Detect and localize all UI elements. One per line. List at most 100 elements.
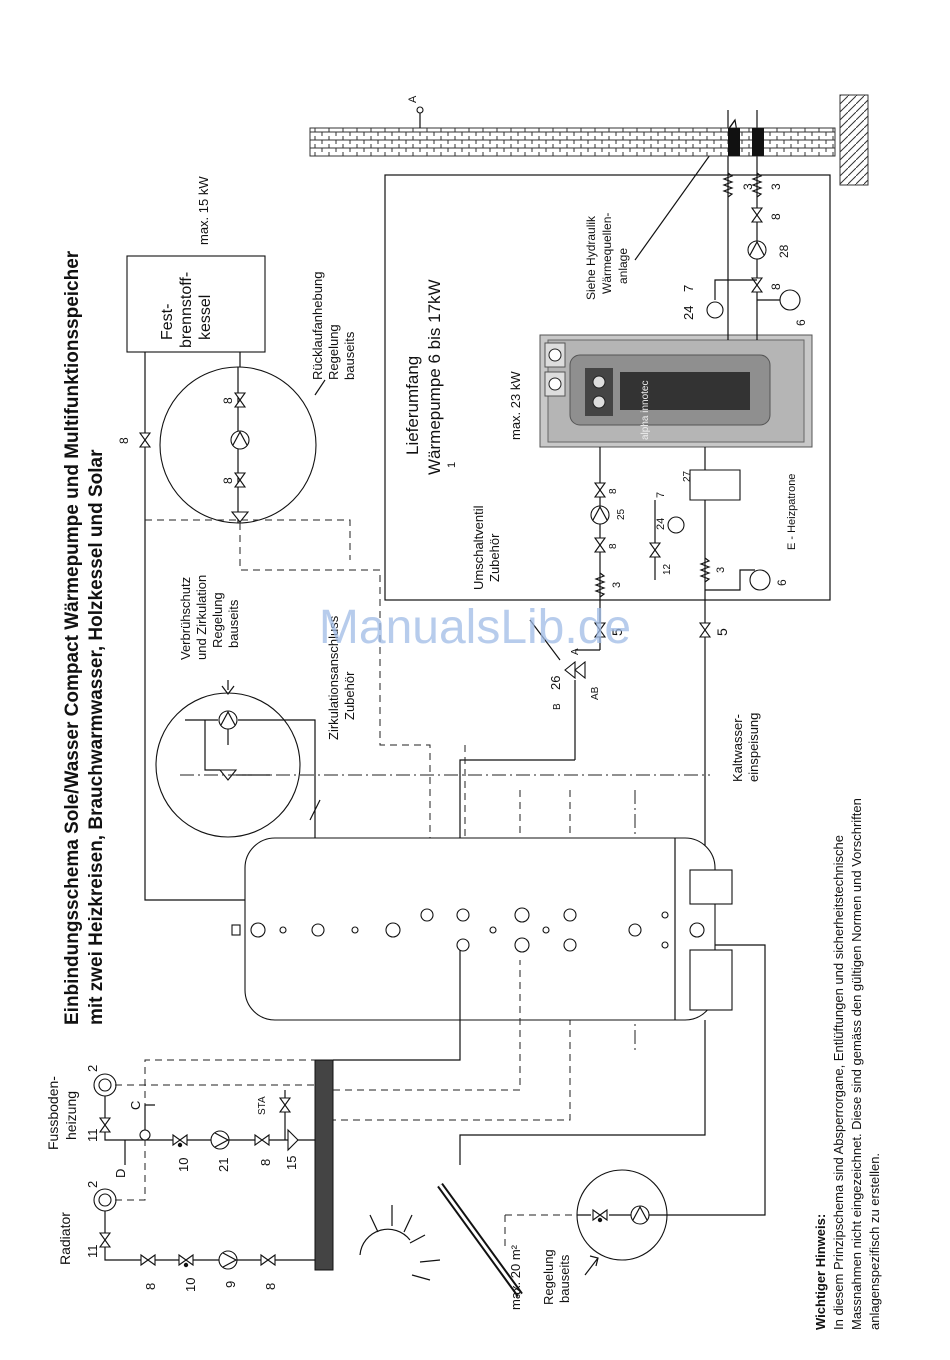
scope-label-2: Wärmepumpe 6 bis 17kW (425, 279, 444, 475)
label-8-floor: 8 (258, 1159, 273, 1166)
floor-valve-8 (254, 1134, 270, 1146)
sta-valve-icon (279, 1097, 291, 1113)
radiator-check-10 (178, 1254, 194, 1268)
label-7-brine: 7 (681, 285, 696, 292)
radiator-pump-9-icon (218, 1250, 238, 1270)
brine-pump-28-icon (747, 240, 767, 260)
boiler-label-2: brennstoff- (178, 272, 195, 348)
return-pump-icon (230, 430, 250, 450)
note-line-3: anlagenspezifisch zu erstellen. (867, 1153, 882, 1330)
label-24-brine: 24 (681, 306, 696, 320)
mixing-valve-icon (230, 511, 250, 523)
label-7-hp: 7 (655, 492, 667, 498)
label-27: 27 (682, 470, 693, 482)
hp-pump-25-icon (590, 505, 610, 525)
return-raise-label-3: bauseits (342, 331, 357, 380)
scald-label-2: und Zirkulation (194, 575, 209, 660)
circ-conn-label-1: Zirkulationsanschluss (326, 615, 341, 740)
label-8-hp-b: 8 (608, 543, 619, 549)
title-line-1: Einbindungsschema Sole/Wasser Compact Wä… (62, 250, 83, 1025)
heater-label: E - Heizpatrone (786, 474, 798, 550)
solar-control-label-1: Regelung (541, 1249, 556, 1305)
radiator-circuit: Radiator 2 11 8 10 9 8 (57, 1059, 315, 1292)
floor-mixing-valve-15-icon (287, 1128, 299, 1152)
label-5-b: 5 (714, 628, 730, 636)
cold-water-label: Kaltwasser- einspeisung (730, 713, 761, 782)
label-3-brine-b: 3 (741, 183, 755, 190)
solar-pump-icon (630, 1205, 650, 1225)
important-note: Wichtiger Hinweis: In diesem Prinzipsche… (813, 798, 882, 1330)
diverter-valve-26-icon (564, 660, 586, 680)
hp-power-label: max. 23 kW (508, 371, 523, 440)
heat-pump-unit: alpha innotec (539, 334, 813, 448)
boiler-power-label: max. 15 kW (196, 176, 211, 245)
multifunction-storage-tank (231, 837, 733, 1021)
hp-brand-label: alpha innotec (640, 381, 651, 441)
building-wall: A (309, 94, 869, 186)
label-8-rr-b: 8 (221, 477, 235, 484)
scald-protection-group: Verbrühschutz und Zirkulation Regelung b… (155, 575, 357, 838)
floor-pump-21-icon (210, 1130, 230, 1150)
delivery-scope: Lieferumfang Wärmepumpe 6 bis 17kW 1 max… (384, 174, 831, 601)
label-8-brine-a: 8 (769, 213, 783, 220)
label-9: 9 (223, 1281, 238, 1288)
label-8-boiler: 8 (117, 437, 131, 444)
diverter-label-2: Zubehör (487, 533, 502, 582)
hydraulic-label-2: Wärmequellen- (600, 213, 614, 294)
hp-valve-8a (594, 482, 606, 498)
scald-label-1: Verbrühschutz (178, 577, 193, 660)
label-11-rad: 11 (85, 1245, 100, 1259)
label-5-a: 5 (609, 628, 625, 636)
solar-control-label-2: bauseits (557, 1254, 572, 1303)
brine-valve-8a (751, 207, 763, 223)
label-3-hp-b: 3 (715, 567, 727, 573)
solar-group: max. 20 m² Regelung bauseits (359, 944, 766, 1310)
circulation-pump-icon (218, 710, 238, 730)
return-raise-label-2: Regelung (326, 324, 341, 380)
sta-label: STA (257, 1096, 268, 1115)
radiator-label: Radiator (57, 1212, 73, 1265)
solid-fuel-boiler: Fest- brennstoff- kessel max. 15 kW (126, 176, 266, 353)
sun-icon (359, 1205, 441, 1281)
heating-distributor-bar (314, 1059, 334, 1271)
cold-water-label-2: einspeisung (746, 713, 761, 782)
solar-area-label: max. 20 m² (508, 1244, 523, 1310)
label-8-rr-a: 8 (221, 397, 235, 404)
label-25: 25 (616, 508, 627, 520)
label-8-rad-a: 8 (143, 1283, 158, 1290)
hp-valve-12 (649, 542, 661, 558)
label-11-floor: 11 (85, 1129, 100, 1143)
label-21: 21 (216, 1158, 231, 1172)
title-line-2: mit zwei Heizkreisen, Brauchwarmwasser, … (86, 449, 107, 1025)
hp-valve-8b (594, 537, 606, 553)
boiler-label-3: kessel (197, 295, 214, 340)
heating-cartridge-icon (689, 469, 741, 501)
label-6-brine: 6 (794, 319, 808, 326)
hydraulic-label-3: anlage (616, 248, 630, 284)
label-d: D (113, 1169, 128, 1178)
label-10-floor: 10 (176, 1158, 191, 1172)
floor-label-1: Fussboden- (45, 1076, 61, 1150)
boiler-flow-pipe (144, 352, 258, 901)
label-8-hp-a: 8 (608, 488, 619, 494)
radiator-valve-8b (260, 1254, 276, 1266)
label-6-hp: 6 (775, 579, 789, 586)
return-raise-label-1: Rücklaufanhebung (310, 272, 325, 380)
return-raise-dashed (145, 519, 351, 560)
hydraulic-label-1: Siehe Hydraulik (584, 215, 598, 300)
label-a: A (407, 95, 419, 103)
label-12: 12 (662, 563, 673, 575)
boiler-valve-8 (139, 432, 151, 448)
label-2-rad: 2 (85, 1181, 100, 1188)
label-3-brine: 3 (769, 183, 783, 190)
diagram-title: Einbindungsschema Sole/Wasser Compact Wä… (62, 250, 107, 1025)
radiator-valve-8a (140, 1254, 156, 1266)
brine-motor-24-icon (706, 301, 724, 319)
floor-heating-circuit: Fussboden- heizung 2 11 C D STA 10 21 8 … (45, 1065, 315, 1178)
valve-port-b: B (552, 703, 563, 710)
diverter-label-1: Umschaltventil (471, 505, 486, 590)
label-24-hp: 24 (655, 518, 667, 530)
brine-expansion-6-icon (779, 289, 801, 311)
note-heading: Wichtiger Hinweis: (813, 1214, 828, 1330)
label-15: 15 (284, 1156, 299, 1170)
